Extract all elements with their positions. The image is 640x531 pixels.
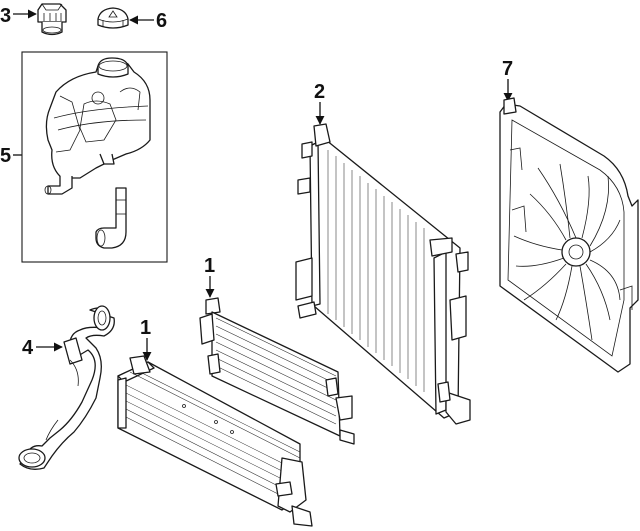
callout-4: 4 <box>22 337 34 359</box>
radiator-cap-part <box>97 7 129 29</box>
callout-5: 5 <box>0 145 11 167</box>
radiator-part <box>295 123 471 425</box>
callout-1-transmission-cooler: 1 <box>204 255 215 277</box>
transmission-cooler-part <box>199 297 355 445</box>
intercooler-part <box>117 355 313 527</box>
expansion-tank-box <box>21 51 168 263</box>
cooling-fan-part <box>499 97 639 373</box>
callout-3: 3 <box>0 5 11 27</box>
leader-arrows <box>13 9 513 361</box>
callout-1-intercooler: 1 <box>140 317 151 339</box>
expansion-tank-part <box>21 51 168 263</box>
reservoir-cap-part <box>37 3 67 36</box>
coolant-hose-part <box>18 305 115 470</box>
callout-2: 2 <box>314 81 325 103</box>
callout-6: 6 <box>156 10 167 32</box>
callout-7: 7 <box>502 58 513 80</box>
